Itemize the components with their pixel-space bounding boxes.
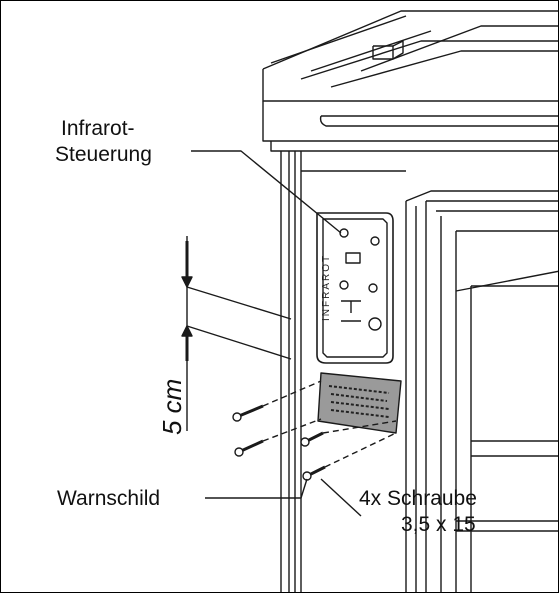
- control-panel: [316, 212, 394, 364]
- warnschild-label: Warnschild: [57, 487, 161, 510]
- roof-frame: [262, 10, 558, 152]
- corner-post: [280, 151, 302, 592]
- leader-lines: [191, 150, 362, 517]
- door-frame: [301, 170, 558, 592]
- dimension-label: 5 cm: [157, 378, 187, 435]
- schraube-label-line1: 4x Schraube: [359, 487, 477, 510]
- warning-plate: [317, 372, 402, 434]
- infrarot-label-line1: Infrarot-: [61, 117, 135, 140]
- dimension-lines: [181, 236, 292, 431]
- screws: [232, 404, 326, 481]
- schraube-label-line2: 3,5 x 15: [401, 513, 476, 536]
- infrarot-label-line2: Steuerung: [55, 143, 152, 166]
- screw-guides: [262, 380, 397, 468]
- panel-label: INFRAROT: [321, 254, 332, 321]
